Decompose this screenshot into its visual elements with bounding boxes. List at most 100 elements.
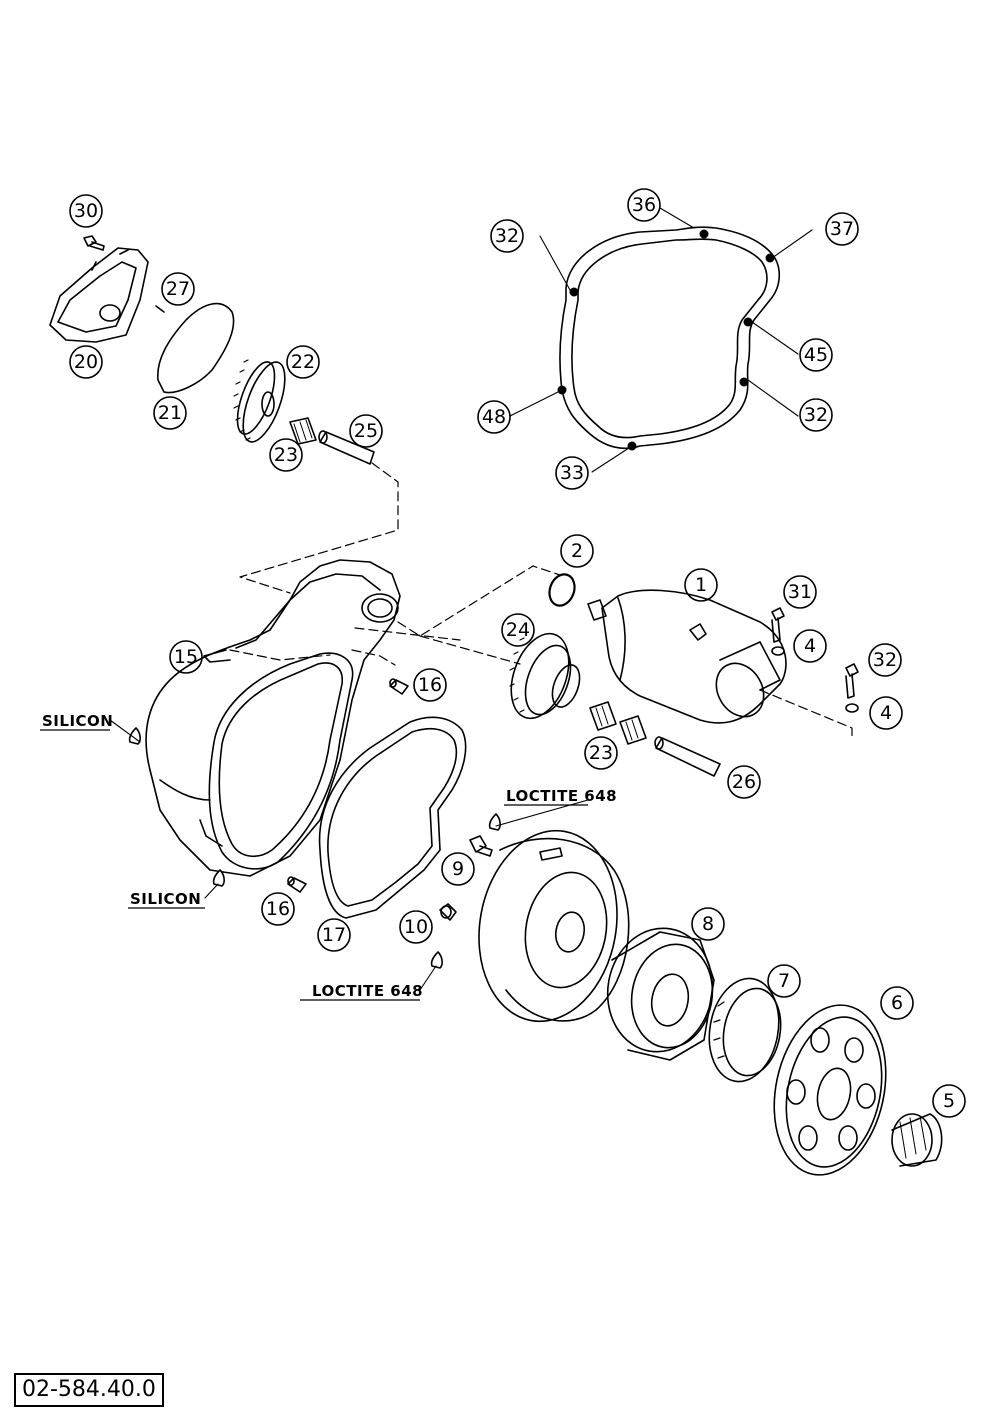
svg-text:16: 16 bbox=[266, 898, 290, 920]
svg-text:10: 10 bbox=[404, 916, 428, 938]
assembly-lines bbox=[229, 462, 853, 741]
svg-text:6: 6 bbox=[891, 992, 903, 1014]
svg-text:15: 15 bbox=[174, 646, 198, 668]
part-bearing-5 bbox=[891, 1113, 943, 1167]
svg-text:9: 9 bbox=[452, 858, 464, 880]
callout-6: 6 bbox=[880, 986, 914, 1020]
callout-15: 15 bbox=[169, 640, 203, 674]
sealant-drop-2 bbox=[212, 869, 225, 887]
part-shaft-26 bbox=[654, 736, 721, 777]
callout-45: 45 bbox=[799, 338, 833, 372]
svg-text:31: 31 bbox=[788, 581, 812, 603]
svg-text:24: 24 bbox=[506, 619, 530, 641]
callout-37: 37 bbox=[825, 212, 859, 246]
callout-25: 25 bbox=[349, 414, 383, 448]
svg-text:32: 32 bbox=[804, 404, 828, 426]
callout-24: 24 bbox=[501, 613, 535, 647]
callout-26: 26 bbox=[727, 765, 761, 799]
callout-7: 7 bbox=[767, 964, 801, 998]
part-gasket-17 bbox=[318, 716, 467, 919]
part-shaft-25 bbox=[318, 430, 375, 465]
svg-text:7: 7 bbox=[778, 970, 790, 992]
callout-2: 2 bbox=[560, 534, 594, 568]
svg-text:26: 26 bbox=[732, 771, 756, 793]
svg-text:23: 23 bbox=[589, 742, 613, 764]
part-ignition-cover-15 bbox=[145, 559, 401, 877]
note-underlines bbox=[40, 729, 588, 1001]
part-screw-9 bbox=[469, 835, 493, 857]
callout-4b: 4 bbox=[869, 696, 903, 730]
svg-text:48: 48 bbox=[482, 406, 506, 428]
part-bearing-23-bottom-2 bbox=[619, 715, 647, 745]
callout-10: 10 bbox=[399, 910, 433, 944]
note-silicon-1: SILICON bbox=[42, 712, 113, 730]
part-dowel-16-top bbox=[389, 678, 409, 695]
part-gear-24 bbox=[509, 632, 581, 720]
callout-21: 21 bbox=[153, 396, 187, 430]
svg-text:22: 22 bbox=[291, 351, 315, 373]
part-cover-20 bbox=[49, 247, 149, 343]
note-loctite-1: LOCTITE 648 bbox=[506, 787, 617, 805]
callout-23b: 23 bbox=[584, 736, 618, 770]
callout-23a: 23 bbox=[269, 438, 303, 472]
svg-text:30: 30 bbox=[74, 200, 98, 222]
callout-16a: 16 bbox=[413, 668, 447, 702]
leader-lines bbox=[109, 207, 813, 991]
note-loctite-2: LOCTITE 648 bbox=[312, 982, 423, 1000]
callout-32c: 32 bbox=[868, 643, 902, 677]
callout-9: 9 bbox=[441, 852, 475, 886]
part-bolt-30 bbox=[83, 235, 105, 251]
svg-text:21: 21 bbox=[158, 402, 182, 424]
part-bearing-23-top bbox=[289, 417, 317, 445]
part-freewheel-7 bbox=[708, 977, 782, 1083]
part-washer-4-bottom bbox=[845, 703, 859, 713]
callout-5: 5 bbox=[932, 1084, 966, 1118]
svg-text:17: 17 bbox=[322, 924, 346, 946]
part-oring-21 bbox=[157, 302, 235, 394]
callout-17: 17 bbox=[317, 918, 351, 952]
part-flywheel bbox=[478, 829, 630, 1023]
part-dowel-16-bottom bbox=[287, 876, 307, 893]
part-gear-22 bbox=[233, 359, 286, 443]
part-housing-8 bbox=[606, 927, 715, 1061]
svg-text:16: 16 bbox=[418, 674, 442, 696]
part-gasket-inner bbox=[208, 652, 354, 870]
svg-text:37: 37 bbox=[830, 218, 854, 240]
callout-27: 27 bbox=[161, 272, 195, 306]
callout-32b: 32 bbox=[799, 398, 833, 432]
svg-text:45: 45 bbox=[804, 344, 828, 366]
svg-text:23: 23 bbox=[274, 444, 298, 466]
callout-30: 30 bbox=[69, 194, 103, 228]
part-pin-27 bbox=[155, 305, 165, 313]
svg-text:8: 8 bbox=[702, 913, 714, 935]
callout-16b: 16 bbox=[261, 892, 295, 926]
svg-text:20: 20 bbox=[74, 351, 98, 373]
drawing-number: 02-584.40.0 bbox=[14, 1373, 164, 1407]
svg-text:5: 5 bbox=[943, 1090, 955, 1112]
svg-text:33: 33 bbox=[560, 462, 584, 484]
callout-20: 20 bbox=[69, 345, 103, 379]
part-gear-6 bbox=[773, 1004, 887, 1176]
svg-text:4: 4 bbox=[880, 702, 892, 724]
part-gasket-top bbox=[559, 226, 781, 450]
callout-4a: 4 bbox=[793, 629, 827, 663]
svg-text:2: 2 bbox=[571, 540, 583, 562]
svg-text:4: 4 bbox=[804, 635, 816, 657]
part-bearing-23-bottom-1 bbox=[589, 701, 617, 731]
svg-text:25: 25 bbox=[354, 420, 378, 442]
svg-text:32: 32 bbox=[873, 649, 897, 671]
part-oring-2 bbox=[548, 573, 576, 607]
callout-36: 36 bbox=[627, 188, 661, 222]
part-washer-4-top bbox=[771, 646, 785, 656]
part-bolt-31 bbox=[771, 607, 785, 643]
part-bolt-32 bbox=[845, 663, 859, 699]
callout-31: 31 bbox=[783, 575, 817, 609]
callout-8: 8 bbox=[691, 907, 725, 941]
svg-text:27: 27 bbox=[166, 278, 190, 300]
note-silicon-2: SILICON bbox=[130, 890, 201, 908]
part-screw-10 bbox=[439, 903, 457, 921]
callout-1: 1 bbox=[684, 568, 718, 602]
gasket-dots bbox=[557, 229, 775, 451]
callout-48: 48 bbox=[477, 400, 511, 434]
